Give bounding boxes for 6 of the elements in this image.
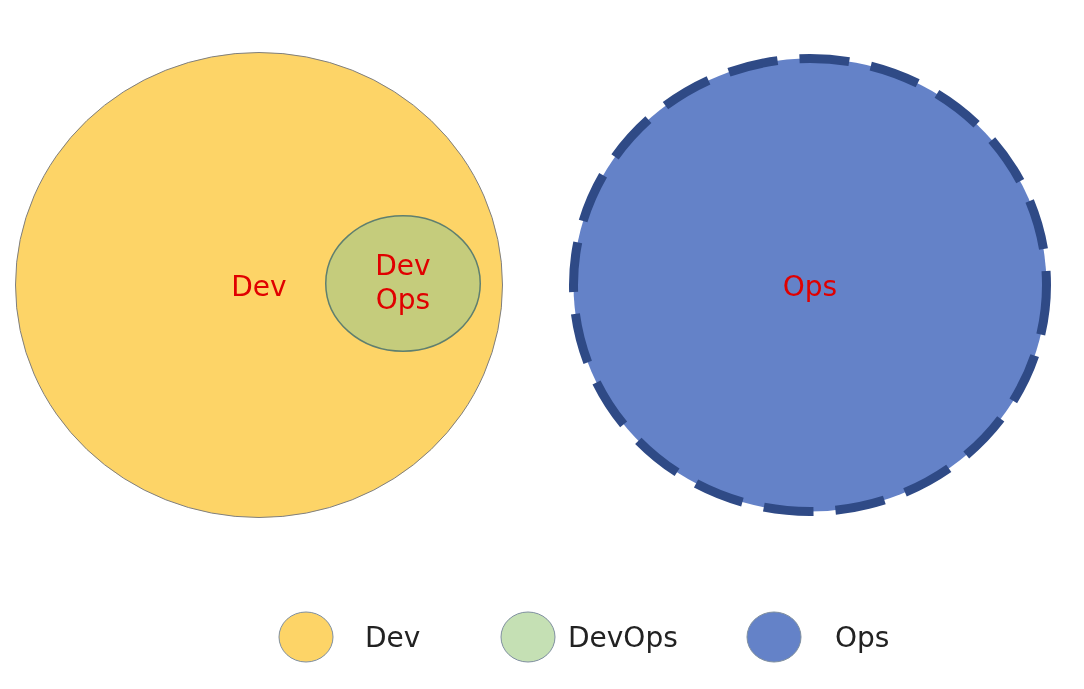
legend-label: Dev xyxy=(365,620,421,654)
circle-label: Dev xyxy=(230,270,288,304)
circle-label: Ops xyxy=(781,270,839,304)
circle-label: Dev Ops xyxy=(374,249,432,317)
legend-label: DevOps xyxy=(568,620,678,654)
legend-label: Ops xyxy=(835,620,890,654)
